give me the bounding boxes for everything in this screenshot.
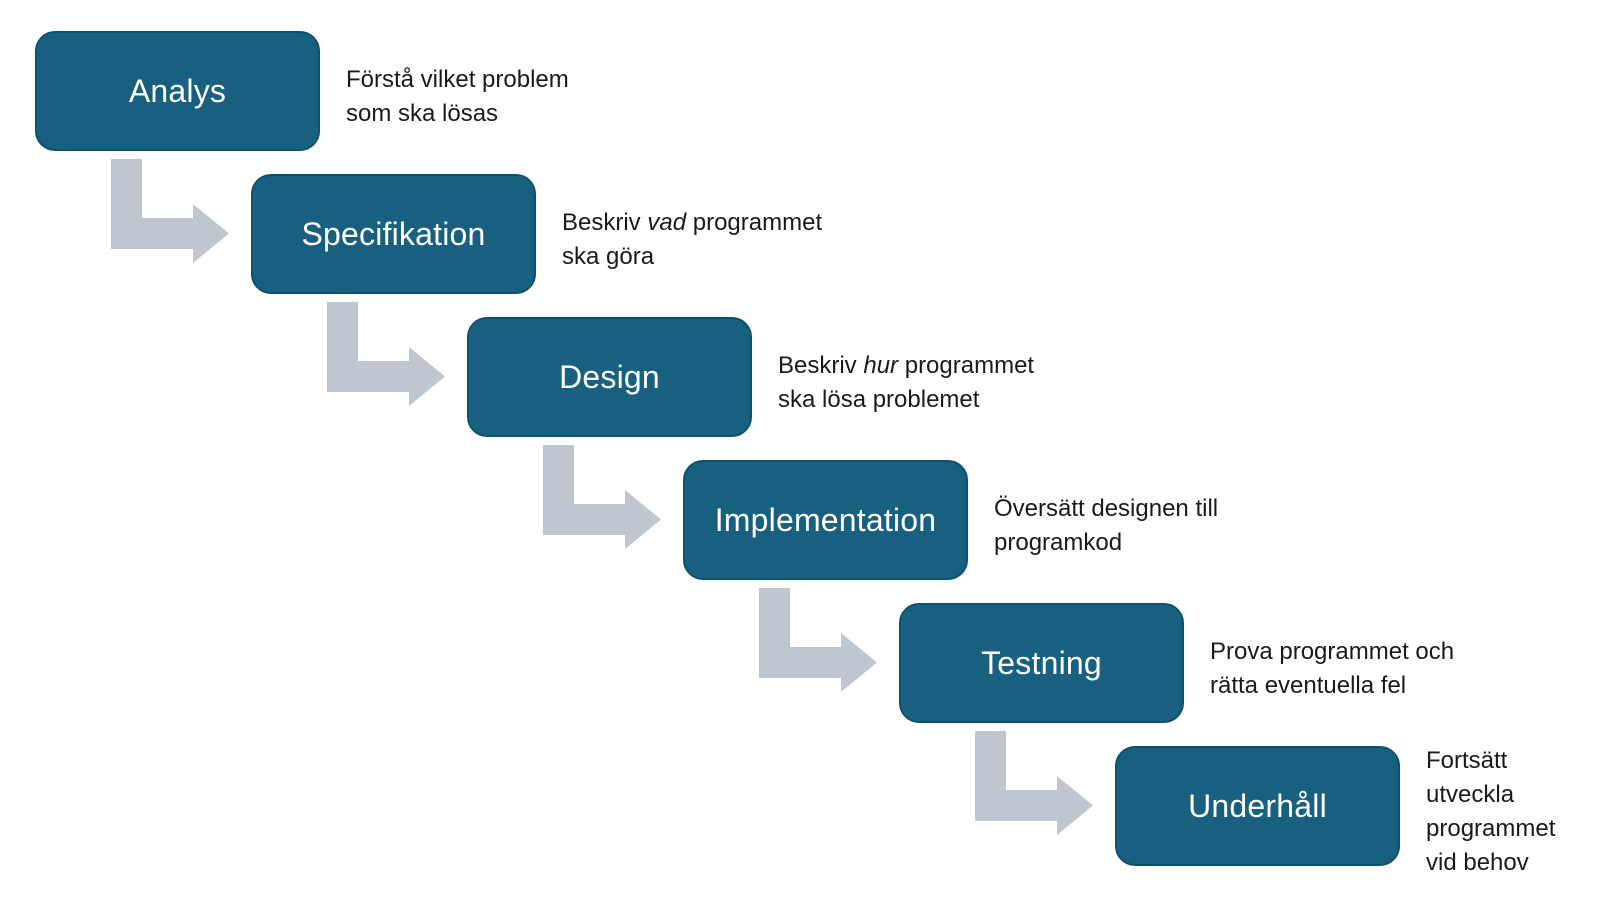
description-line: ska göra (562, 243, 655, 270)
stage-description-implementation: Översätt designen till programkod (994, 492, 1218, 560)
description-line: rätta eventuella fel (1210, 672, 1407, 699)
elbow-down-right-arrow-icon (543, 445, 661, 549)
stage-description-analys: Förstå vilket problem som ska lösas (346, 63, 569, 131)
stage-label: Underhåll (1188, 787, 1327, 824)
elbow-down-right-arrow-icon (327, 302, 445, 406)
stage-box-testning: Testning (899, 603, 1184, 723)
stage-box-specifikation: Specifikation (251, 174, 536, 294)
stage-description-specifikation: Beskriv vad programmet ska göra (562, 206, 822, 274)
elbow-down-right-arrow-icon (975, 731, 1093, 835)
description-line: som ska lösas (346, 100, 499, 127)
stage-label: Specifikation (301, 215, 486, 252)
description-line: programmet (1426, 815, 1556, 842)
description-line: Beskriv hur programmet (778, 352, 1035, 379)
stage-label: Testning (981, 644, 1102, 681)
elbow-down-right-arrow-icon (111, 159, 229, 263)
description-line: programkod (994, 529, 1123, 556)
description-line: Prova programmet och (1210, 638, 1455, 665)
stage-description-underhall: Fortsätt utveckla programmet vid behov (1426, 744, 1555, 880)
stage-label: Analys (128, 72, 227, 109)
stage-box-implementation: Implementation (683, 460, 968, 580)
description-line: Beskriv vad programmet (562, 209, 823, 236)
description-line: vid behov (1426, 849, 1529, 876)
description-line: Förstå vilket problem (346, 66, 569, 93)
stage-description-design: Beskriv hur programmet ska lösa problemet (778, 349, 1034, 417)
description-line: utveckla (1426, 781, 1515, 808)
stage-box-underhall: Underhåll (1115, 746, 1400, 866)
elbow-down-right-arrow-icon (759, 588, 877, 692)
description-line: Fortsätt (1426, 747, 1508, 774)
stage-label: Design (559, 358, 660, 395)
stage-box-design: Design (467, 317, 752, 437)
stage-description-testning: Prova programmet och rätta eventuella fel (1210, 635, 1454, 703)
description-line: ska lösa problemet (778, 386, 980, 413)
stage-label: Implementation (714, 501, 937, 538)
description-line: Översätt designen till (994, 495, 1219, 522)
stage-box-analys: Analys (35, 31, 320, 151)
